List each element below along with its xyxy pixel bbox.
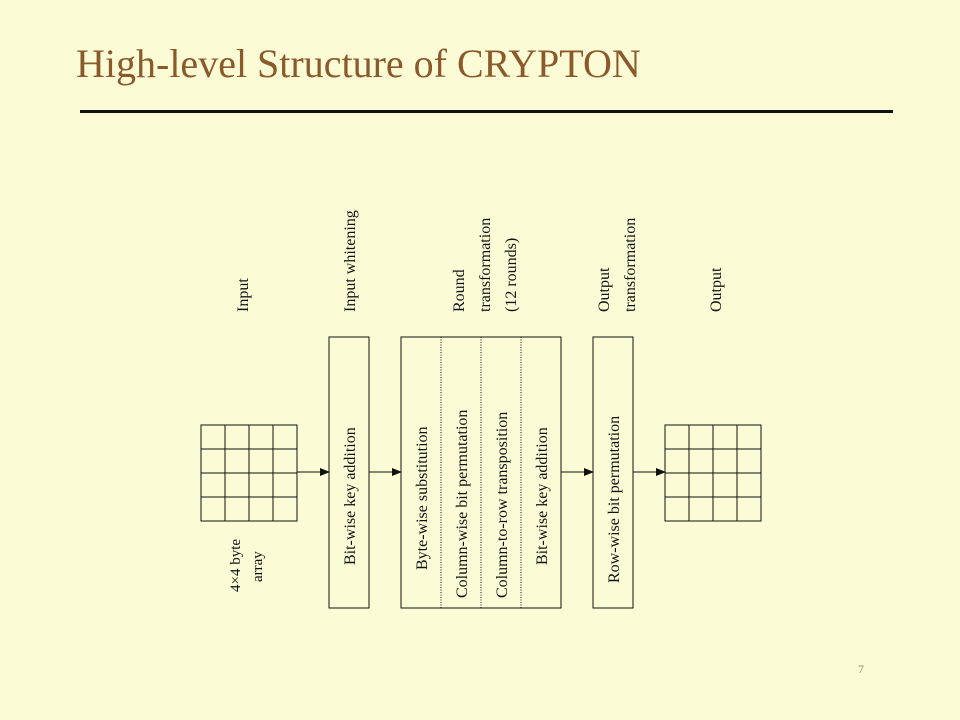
- header-output-transformation-line-1: Output: [596, 267, 613, 312]
- whitening-label: Bit-wise key addition: [342, 427, 359, 565]
- header-output: Output: [708, 267, 725, 312]
- output-byte-array: [664, 424, 762, 522]
- header-output-transformation-line-2: transformation: [622, 218, 639, 312]
- header-input: Input: [235, 278, 252, 312]
- round-step-column-wise-bit-permutation: Column-wise bit permutation: [454, 410, 471, 598]
- header-round-line-1: Round: [451, 269, 468, 312]
- round-step-column-to-row-transposition: Column-to-row transposition: [494, 412, 511, 598]
- output-transform-label: Row-wise bit permutation: [606, 416, 623, 583]
- round-step-bit-wise-key-addition: Bit-wise key addition: [534, 427, 551, 565]
- input-array-caption-line-1: 4×4 byte: [228, 539, 244, 592]
- slide-title: High-level Structure of CRYPTON: [76, 41, 641, 86]
- header-input-whitening: Input whitening: [342, 210, 359, 312]
- title-underline: [80, 110, 893, 113]
- header-round-line-3: (12 rounds): [503, 238, 520, 312]
- round-step-byte-wise-substitution: Byte-wise substitution: [414, 426, 431, 570]
- input-byte-array: [200, 424, 298, 522]
- header-round-line-2: transformation: [477, 218, 494, 312]
- slide-number: 7: [858, 662, 864, 676]
- input-array-caption-line-2: array: [250, 551, 266, 582]
